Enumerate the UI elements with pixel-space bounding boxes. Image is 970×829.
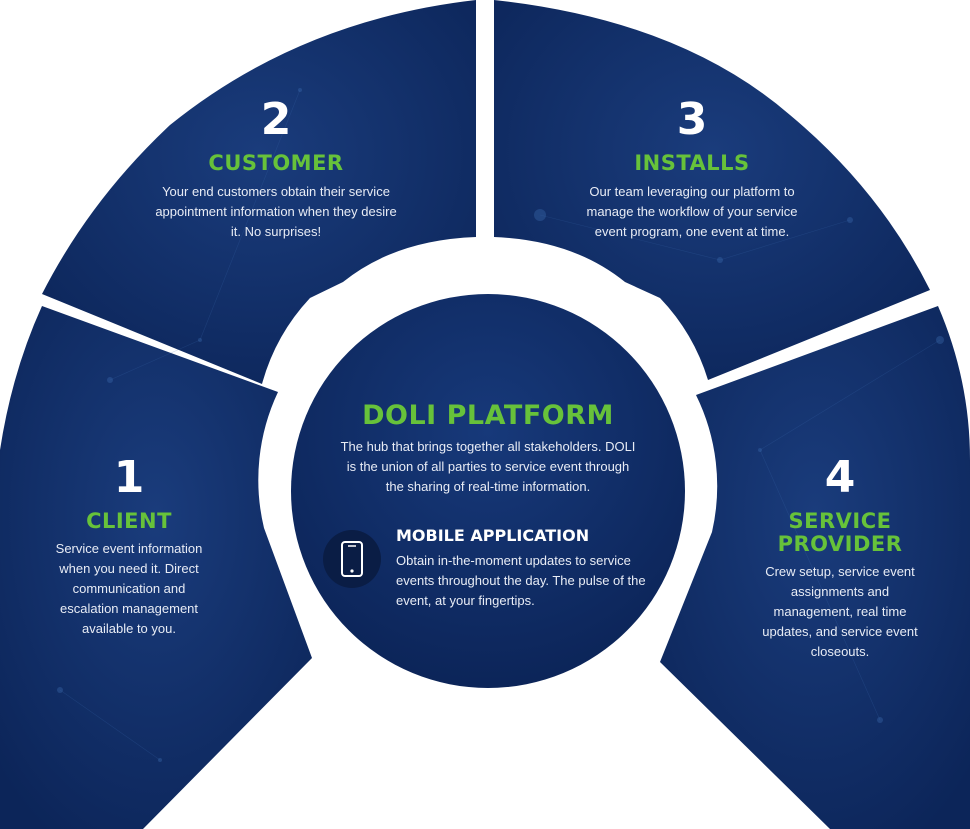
segment-client: 1 CLIENT Service event information when … (42, 456, 216, 639)
smartphone-icon (341, 541, 363, 577)
center-content: DOLI PLATFORM The hub that brings togeth… (336, 400, 640, 497)
segment-service-provider-panel (660, 306, 970, 829)
segment-service-provider: 4 SERVICE PROVIDER Crew setup, service e… (752, 456, 928, 662)
segment-description: Your end customers obtain their service … (155, 184, 397, 240)
segment-client-panel (0, 306, 312, 829)
segment-customer-panel (42, 0, 476, 384)
center-hub (291, 294, 685, 688)
segment-title: SERVICE (788, 509, 892, 533)
segment-description: Our team leveraging our platform to mana… (586, 184, 798, 240)
mobile-application: MOBILE APPLICATION Obtain in-the-moment … (396, 526, 654, 611)
segment-installs: 3 INSTALLS Our team leveraging our platf… (556, 98, 828, 242)
segment-title: CLIENT (86, 509, 172, 533)
segment-title: INSTALLS (634, 151, 750, 175)
mobile-icon-circle (323, 530, 381, 588)
segment-title: CUSTOMER (208, 151, 344, 175)
segment-description: Crew setup, service event assignments an… (762, 564, 918, 660)
network-dots (57, 88, 944, 762)
segment-installs-panel (494, 0, 930, 380)
segment-customer: 2 CUSTOMER Your end customers obtain the… (140, 98, 412, 242)
mobile-description: Obtain in-the-moment updates to service … (396, 553, 646, 608)
mobile-title: MOBILE APPLICATION (396, 526, 590, 545)
segment-title-line2: PROVIDER (777, 532, 903, 557)
segment-number: 1 (113, 452, 145, 503)
segment-number: 4 (824, 452, 856, 503)
segment-description: Service event information when you need … (55, 541, 203, 637)
segment-number: 2 (260, 94, 292, 145)
center-title: DOLI PLATFORM (362, 400, 614, 431)
segment-number: 3 (676, 94, 708, 145)
center-description: The hub that brings together all stakeho… (340, 439, 636, 494)
